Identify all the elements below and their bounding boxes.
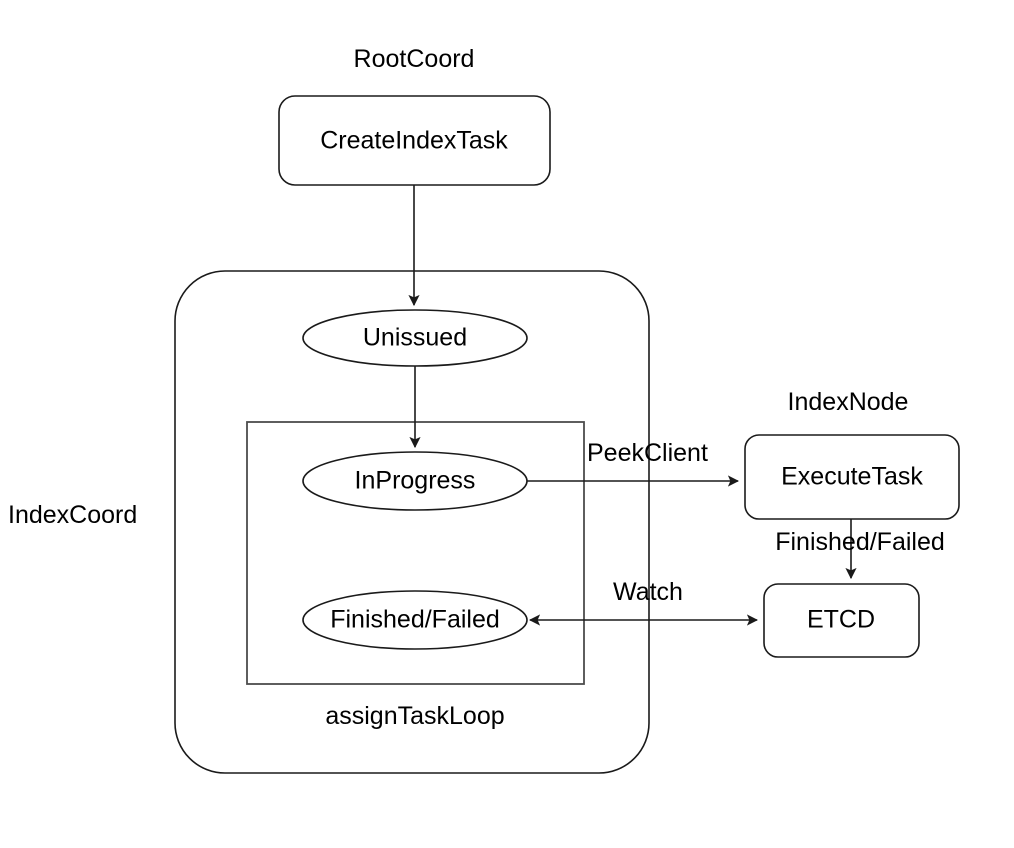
edge-label-watch: Watch: [613, 578, 683, 606]
group-label-layer: RootCoord IndexCoord assignTaskLoop Inde…: [8, 45, 908, 730]
create-index-task-shape[interactable]: [278, 95, 551, 186]
edge-label-peekclient: PeekClient: [587, 439, 708, 467]
etcd-shape[interactable]: [763, 583, 920, 658]
node-execute-task[interactable]: ExecuteTask: [744, 434, 960, 520]
group-label-assigntaskloop: assignTaskLoop: [325, 702, 504, 730]
edge-label-layer: PeekClient Finished/Failed Watch: [587, 439, 945, 606]
unissued-shape[interactable]: [302, 309, 528, 367]
execute-task-label: ExecuteTask: [781, 463, 923, 491]
unissued-label: Unissued: [363, 324, 467, 352]
node-etcd[interactable]: ETCD: [763, 583, 920, 658]
node-create-index-task[interactable]: CreateIndexTask: [278, 95, 551, 186]
node-inprogress[interactable]: InProgress: [302, 451, 528, 511]
create-index-task-label: CreateIndexTask: [320, 127, 508, 155]
group-label-rootcoord: RootCoord: [354, 45, 475, 73]
etcd-label: ETCD: [807, 606, 875, 634]
finished-failed-state-shape[interactable]: [302, 590, 528, 650]
node-finished-failed-state[interactable]: Finished/Failed: [302, 590, 528, 650]
edge-layer: [408, 185, 857, 626]
finished-failed-state-label: Finished/Failed: [330, 606, 500, 634]
edge-label-finished-failed: Finished/Failed: [775, 528, 945, 556]
execute-task-shape[interactable]: [744, 434, 960, 520]
inprogress-shape[interactable]: [302, 451, 528, 511]
inprogress-label: InProgress: [355, 467, 476, 495]
group-label-indexcoord: IndexCoord: [8, 501, 137, 529]
group-label-indexnode: IndexNode: [788, 388, 909, 416]
node-unissued[interactable]: Unissued: [302, 309, 528, 367]
indexcoord-container: [174, 270, 650, 774]
